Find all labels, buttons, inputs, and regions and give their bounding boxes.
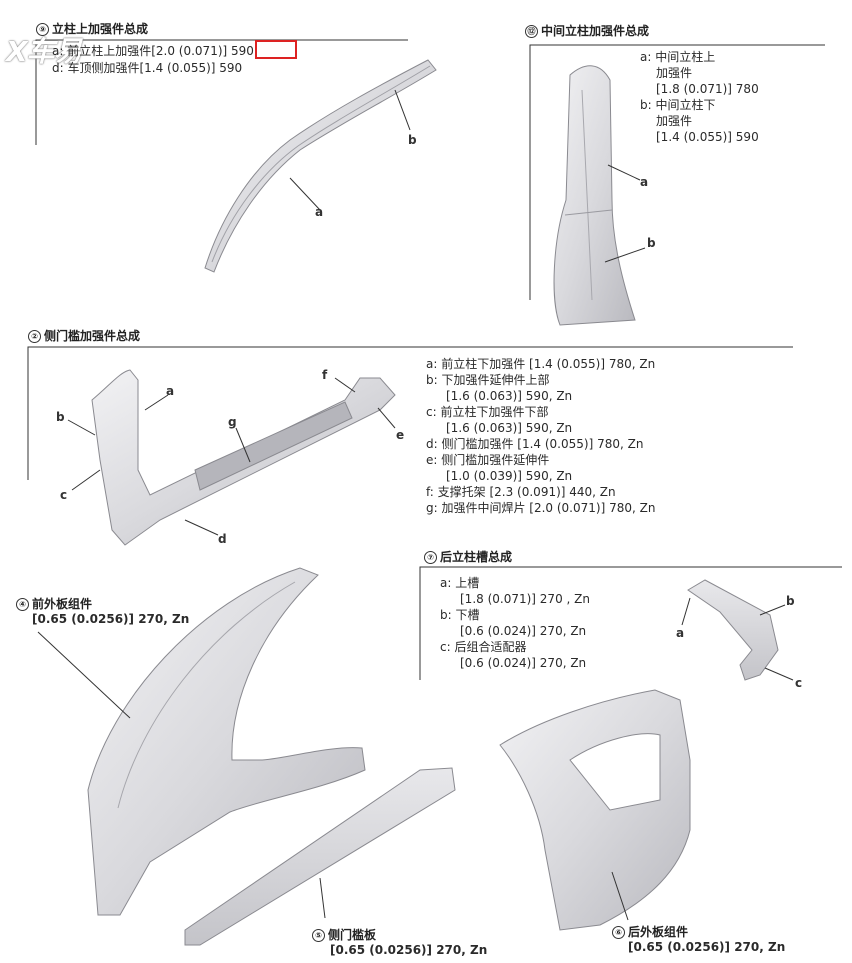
spec-line: [0.65 (0.0256)] 270, Zn <box>330 943 488 957</box>
part-label-a: a <box>166 384 175 398</box>
leader-sill <box>319 877 326 919</box>
spec-line: a: 中间立柱上 <box>640 50 716 64</box>
leader-c <box>71 469 101 491</box>
spec-line: [1.6 (0.063)] 590, Zn <box>446 421 573 435</box>
front-outer-panel-part <box>37 567 366 916</box>
part-label-e: e <box>396 428 405 442</box>
part-label-c: c <box>795 676 803 690</box>
side-sill-reinforcement-part <box>67 369 396 546</box>
site-logo: X车易 <box>6 35 82 68</box>
spec-line: [0.6 (0.024)] 270, Zn <box>460 624 587 638</box>
spec-line: a: 前立柱下加强件 [1.4 (0.055)] 780, Zn <box>426 357 656 371</box>
part-label-f: f <box>322 368 328 382</box>
part-label-b: b <box>408 133 417 147</box>
leader-a <box>289 177 321 211</box>
leader-a <box>144 394 169 411</box>
section-title-text: 侧门槛加强件总成 <box>44 329 141 343</box>
spec-line: d: 侧门槛加强件 [1.4 (0.055)] 780, Zn <box>426 437 644 451</box>
leader-e <box>377 407 396 429</box>
spec-line: g: 加强件中间焊片 [2.0 (0.071)] 780, Zn <box>426 501 656 515</box>
part-label-b: b <box>786 594 795 608</box>
roof-side-reinforcement-part <box>204 59 437 273</box>
spec-line: b: 下槽 <box>440 608 480 622</box>
spec-line: 加强件 <box>656 66 693 80</box>
part-label-a: a <box>676 626 685 640</box>
rear-outer-panel-part <box>499 689 691 931</box>
center-pillar-reinforcement-part <box>553 65 646 326</box>
leader-d <box>184 519 219 536</box>
rear-pillar-channel-part <box>681 579 794 681</box>
leader-f <box>334 377 356 393</box>
spec-line: b: 下加强件延伸件上部 <box>426 373 550 387</box>
section-number: ② <box>28 330 41 343</box>
spec-line: [0.65 (0.0256)] 270, Zn <box>628 940 786 954</box>
spec-line: [0.65 (0.0256)] 270, Zn <box>32 612 190 626</box>
leader-a <box>681 597 691 626</box>
part-label-a: a <box>640 175 649 189</box>
spec-line: [1.0 (0.039)] 590, Zn <box>446 469 573 483</box>
section-number: ⑥ <box>612 926 625 939</box>
section-title-text: 中间立柱加强件总成 <box>541 24 650 38</box>
spec-line: [1.8 (0.071)] 780 <box>656 82 759 96</box>
leader-front-outer <box>37 631 131 719</box>
spec-line: c: 前立柱下加强件下部 <box>426 405 549 419</box>
leader-c <box>764 667 794 681</box>
section-title-text: 侧门槛板 <box>328 928 377 942</box>
leader-b <box>759 604 786 616</box>
leader-b <box>394 89 411 131</box>
part-label-d: d <box>218 532 227 546</box>
part-label-a: a <box>315 205 324 219</box>
spec-line: c: 后组合适配器 <box>440 640 527 654</box>
section-number: ⑨ <box>36 23 49 36</box>
leader-b <box>604 247 646 263</box>
spec-line: e: 侧门槛加强件延伸件 <box>426 453 550 467</box>
section-title-text: 前外板组件 <box>32 597 93 611</box>
leader-g <box>235 427 251 463</box>
spec-line: f: 支撑托架 [2.3 (0.091)] 440, Zn <box>426 485 616 499</box>
section-number: ④ <box>16 598 29 611</box>
section-number: ⑤ <box>312 929 325 942</box>
section-number: ⑦ <box>424 551 437 564</box>
spec-line-d: d: 车顶侧加强件[1.4 (0.055)] 590 <box>52 61 243 75</box>
spec-line: [0.6 (0.024)] 270, Zn <box>460 656 587 670</box>
section-number: ⑫ <box>525 25 538 38</box>
spec-line: a: 上槽 <box>440 576 480 590</box>
part-label-g: g <box>228 415 237 429</box>
spec-line: 加强件 <box>656 114 693 128</box>
section-title-text: 立柱上加强件总成 <box>52 22 149 36</box>
part-label-c: c <box>60 488 68 502</box>
side-sill-panel-part <box>184 767 456 946</box>
leader-rear-outer <box>611 871 629 921</box>
spec-line: b: 中间立柱下 <box>640 98 716 112</box>
leader-a <box>607 164 641 181</box>
part-label-b: b <box>56 410 65 424</box>
section-title-text: 后立柱槽总成 <box>440 550 513 564</box>
section-title-text: 后外板组件 <box>628 925 689 939</box>
part-label-b: b <box>647 236 656 250</box>
spec-line-a: a: 前立柱上加强件[2.0 (0.071)] 590 <box>52 44 254 58</box>
spec-line: [1.6 (0.063)] 590, Zn <box>446 389 573 403</box>
leader-b <box>67 419 96 436</box>
highlight-box <box>255 40 297 59</box>
spec-line: [1.8 (0.071)] 270 , Zn <box>460 592 590 606</box>
spec-line: [1.4 (0.055)] 590 <box>656 130 759 144</box>
